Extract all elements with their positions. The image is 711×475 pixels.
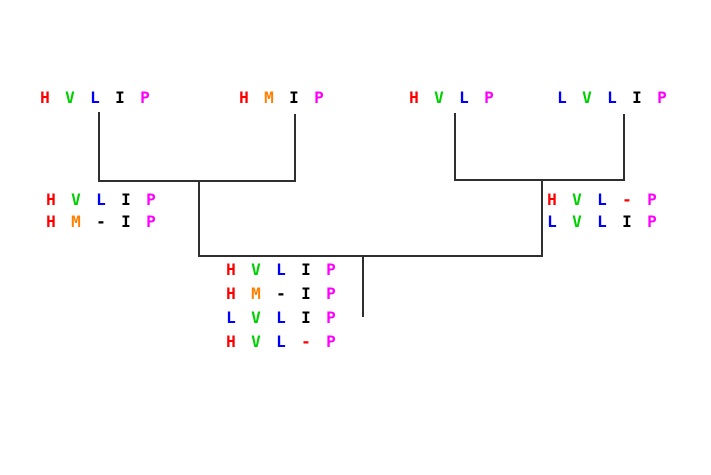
residue-letter: V [582, 88, 592, 107]
residue-letter: V [572, 212, 582, 231]
residue-letter: P [314, 88, 324, 107]
residue-letter: I [289, 88, 299, 107]
residue-letter: P [146, 212, 156, 231]
residue-letter: V [434, 88, 444, 107]
residue-letter: H [46, 190, 56, 209]
residue-letter: H [547, 190, 557, 209]
residue-letter: L [597, 212, 607, 231]
residue-letter: L [547, 212, 557, 231]
residue-letter: I [301, 308, 311, 327]
residue-letter: M [71, 212, 81, 231]
residue-letter: V [251, 260, 261, 279]
residue-letter: I [301, 260, 311, 279]
residue-letter: H [226, 260, 236, 279]
residue-letter: L [597, 190, 607, 209]
edge-right-horizontal [454, 179, 625, 181]
residue-letter: V [65, 88, 75, 107]
residue-letter: P [326, 284, 336, 303]
residue-letter: L [459, 88, 469, 107]
residue-letter: V [572, 190, 582, 209]
residue-letter: V [71, 190, 81, 209]
edge-left-horizontal [98, 180, 296, 182]
residue-letter: I [115, 88, 125, 107]
residue-letter: L [96, 190, 106, 209]
edge-leaf1-vertical [98, 112, 100, 182]
residue-letter: I [301, 284, 311, 303]
residue-letter: P [146, 190, 156, 209]
residue-letter: L [90, 88, 100, 107]
residue-letter: P [647, 212, 657, 231]
residue-letter: L [276, 260, 286, 279]
edge-right-junction-vertical [541, 179, 543, 256]
residue-letter: P [657, 88, 667, 107]
residue-letter: H [46, 212, 56, 231]
residue-letter: L [226, 308, 236, 327]
residue-letter: H [239, 88, 249, 107]
edge-leaf3-vertical [454, 113, 456, 181]
residue-letter: P [326, 260, 336, 279]
residue-letter: - [96, 212, 106, 231]
residue-letter: V [251, 332, 261, 351]
residue-letter: - [622, 190, 632, 209]
residue-letter: H [409, 88, 419, 107]
residue-letter: P [140, 88, 150, 107]
residue-letter: I [632, 88, 642, 107]
residue-letter: I [121, 190, 131, 209]
residue-letter: H [226, 284, 236, 303]
residue-letter: M [251, 284, 261, 303]
residue-letter: I [121, 212, 131, 231]
edge-bottom-horizontal [198, 255, 543, 257]
residue-letter: V [251, 308, 261, 327]
residue-letter: M [264, 88, 274, 107]
residue-letter: L [607, 88, 617, 107]
edge-left-junction-vertical [198, 180, 200, 257]
edge-leaf2-vertical [294, 114, 296, 182]
residue-letter: P [484, 88, 494, 107]
edge-leaf4-vertical [623, 114, 625, 181]
residue-letter: - [276, 284, 286, 303]
residue-letter: H [226, 332, 236, 351]
residue-letter: L [557, 88, 567, 107]
residue-letter: I [622, 212, 632, 231]
residue-letter: L [276, 332, 286, 351]
residue-letter: L [276, 308, 286, 327]
edge-root-vertical [362, 255, 364, 317]
residue-letter: H [40, 88, 50, 107]
residue-letter: P [647, 190, 657, 209]
residue-letter: - [301, 332, 311, 351]
residue-letter: P [326, 332, 336, 351]
residue-letter: P [326, 308, 336, 327]
